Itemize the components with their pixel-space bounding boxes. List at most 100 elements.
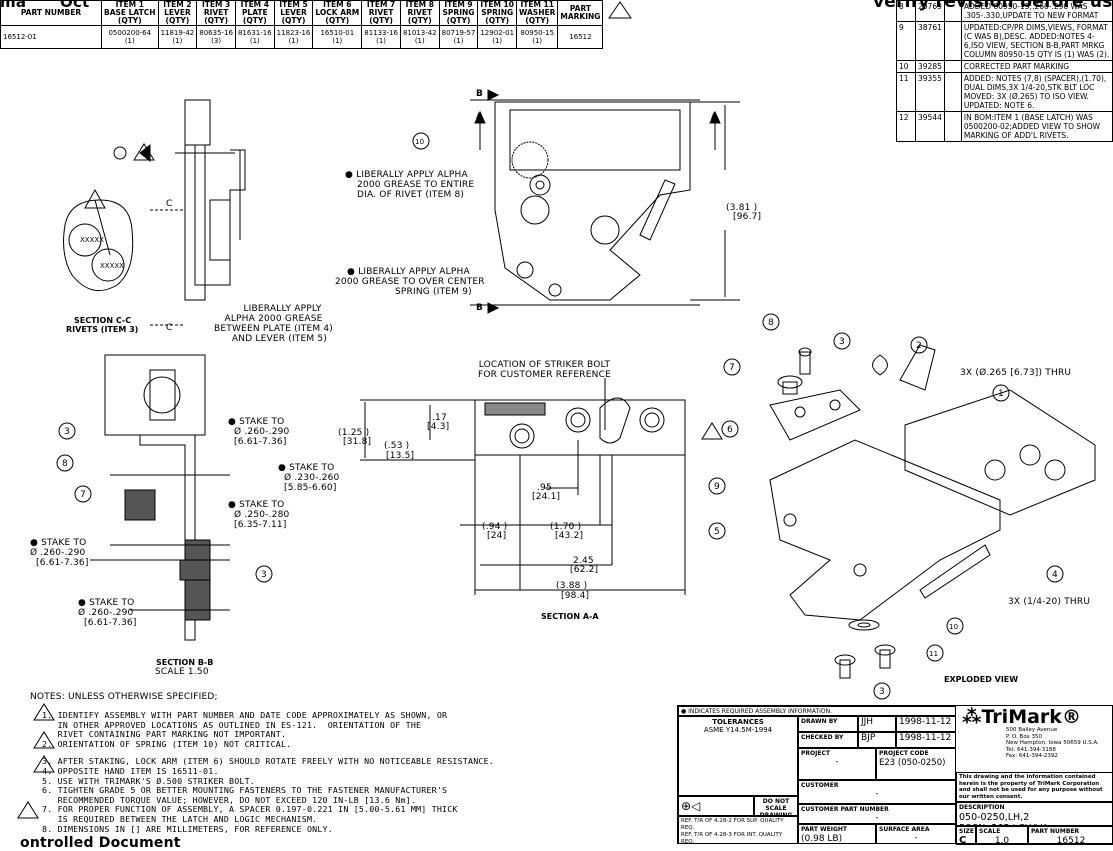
balloon-2: 2	[916, 341, 922, 351]
balloon-10b: 10	[949, 623, 959, 631]
note-line: 1. IDENTIFY ASSEMBLY WITH PART NUMBER AN…	[42, 710, 448, 720]
note-line: 6. TIGHTEN GRADE 5 OR BETTER MOUNTING FA…	[42, 785, 448, 796]
grease-rivet-note: ● LIBERALLY APPLY ALPHA 2000 GREASE TO E…	[345, 170, 475, 200]
dim-24: [24]	[487, 531, 507, 541]
note-line: 4. OPPOSITE HAND ITEM IS 16511-01.	[42, 765, 219, 776]
tb-part-weight: PART WEIGHT(0.98 LB)	[798, 824, 876, 844]
dim-4-3: [4.3]	[427, 422, 450, 432]
bom-data-row: 16512-01 0500200-64(1) 11819-42(1) 80635…	[0, 25, 604, 49]
side-view-drawing	[139, 99, 246, 326]
dim-31-8: [31.8]	[343, 437, 372, 447]
tb-drawn-date: 1998-11-12	[896, 716, 956, 732]
bom-cell: 80635-16(3)	[196, 25, 236, 49]
tb-project: PROJECT-	[798, 748, 876, 780]
section-cc-title: SECTION C-C	[74, 316, 132, 325]
label-a-left: A	[476, 112, 484, 122]
bom-cell: 80719-57(1)	[438, 25, 479, 49]
label-c-bottom: C	[166, 323, 173, 333]
item-balloons	[56, 132, 1064, 700]
tb-gdt-symbol: ⊕◁	[678, 796, 754, 816]
tb-drawn-by-label: DRAWN BY	[798, 716, 858, 732]
tb-surface: SURFACE AREA-	[876, 824, 956, 844]
note-line: 8. DIMENSIONS IN [] ARE MILLIMETERS, FOR…	[42, 823, 333, 834]
section-cc-rivets-drawing: XXXXX XXXXX	[63, 199, 134, 292]
tb-proprietary: This drawing and the information contain…	[956, 772, 1113, 802]
note-line: 5. USE WITH TRIMARK'S Ø.500 STRIKER BOLT…	[42, 775, 256, 786]
tb-drawn-by: JJH	[858, 716, 896, 732]
balloon-3d: 3	[879, 687, 885, 697]
note-line: 3. AFTER STAKING, LOCK ARM (ITEM 6) SHOU…	[42, 756, 494, 767]
section-bb-scale: SCALE 1.50	[155, 667, 209, 677]
title-block: ● INDICATES REQUIRED ASSEMBLY INFORMATIO…	[677, 705, 1113, 845]
balloon-3c: 3	[839, 337, 845, 347]
note-line: RIVET CONTAINING PART MARKING NOT IMPORT…	[42, 729, 287, 740]
section-bb-title: SECTION B-B	[156, 658, 214, 667]
tb-indicates: ● INDICATES REQUIRED ASSEMBLY INFORMATIO…	[678, 706, 956, 716]
trimark-logo-icon: ⁂	[962, 706, 982, 728]
tb-do-not-scale: DO NOT SCALE DRAWING	[754, 796, 798, 816]
balloon-7: 7	[80, 490, 86, 500]
thru-1420-note: 3X (1/4-20) THRU	[1008, 597, 1091, 607]
balloon-5: 5	[714, 527, 720, 537]
section-aa-drawing	[360, 378, 686, 595]
tb-checked-by-label: CHECKED BY	[798, 732, 858, 748]
notes-markers	[17, 1, 723, 819]
dim-2-45: 2.45	[573, 556, 594, 566]
bom-cell: 16510-01(1)	[312, 25, 363, 49]
thru-265-note: 3X (Ø.265 [6.73]) THRU	[960, 368, 1072, 378]
note-line: RECOMMENDED TORQUE VALUE; HOWEVER, DO NO…	[42, 794, 417, 805]
balloon-1: 1	[998, 389, 1004, 399]
note-line: 2. ORIENTATION OF SPRING (ITEM 10) NOT C…	[42, 738, 292, 749]
label-b-top: B	[476, 89, 484, 99]
dim-17: .17	[432, 413, 447, 423]
tb-customer: CUSTOMER-	[798, 780, 956, 804]
bom-header-part-number: PART NUMBER	[0, 0, 102, 26]
balloon-8: 8	[62, 459, 68, 469]
section-aa-title: SECTION A-A	[541, 612, 599, 621]
tb-checked-date: 1998-11-12	[896, 732, 956, 748]
tb-customer-part: CUSTOMER PART NUMBER-	[798, 804, 956, 824]
main-latch-drawing	[470, 89, 740, 314]
balloon-4: 4	[1052, 570, 1058, 580]
balloon-11: 11	[929, 650, 939, 658]
dim-13-5: [13.5]	[386, 451, 415, 461]
balloon-10: 10	[415, 138, 425, 146]
tb-ref: REF. T/R OF 4.28-2 FOR SUP. QUALITY REQ.…	[678, 816, 798, 844]
bom-cell: 16512	[557, 25, 604, 49]
dim-1-25: (1.25 )	[338, 428, 370, 438]
dim-3-81: (3.81 )	[726, 203, 758, 213]
rivets-item3-label: RIVETS (ITEM 3)	[66, 325, 139, 334]
dim-53: (.53 )	[384, 441, 410, 451]
notes-list: 1. IDENTIFY ASSEMBLY WITH PART NUMBER AN…	[42, 710, 494, 834]
label-a-right: A	[711, 112, 719, 122]
exploded-view-title: EXPLODED VIEW	[944, 675, 1019, 684]
bom-cell: 11823-16(1)	[273, 25, 314, 49]
grease-plate-note: LIBERALLY APPLY ALPHA 2000 GREASE BETWEE…	[214, 304, 333, 344]
dim-1-70: (1.70 )	[550, 522, 582, 532]
dim-96-7: [96.7]	[733, 212, 762, 222]
label-c-top: C	[166, 199, 173, 209]
notes-title: NOTES: UNLESS OTHERWISE SPECIFIED;	[30, 692, 218, 702]
controlled-document-partial: ontrolled Document	[20, 835, 181, 851]
dim-62-2: [62.2]	[570, 565, 599, 575]
dim-94: (.94 )	[482, 522, 508, 532]
